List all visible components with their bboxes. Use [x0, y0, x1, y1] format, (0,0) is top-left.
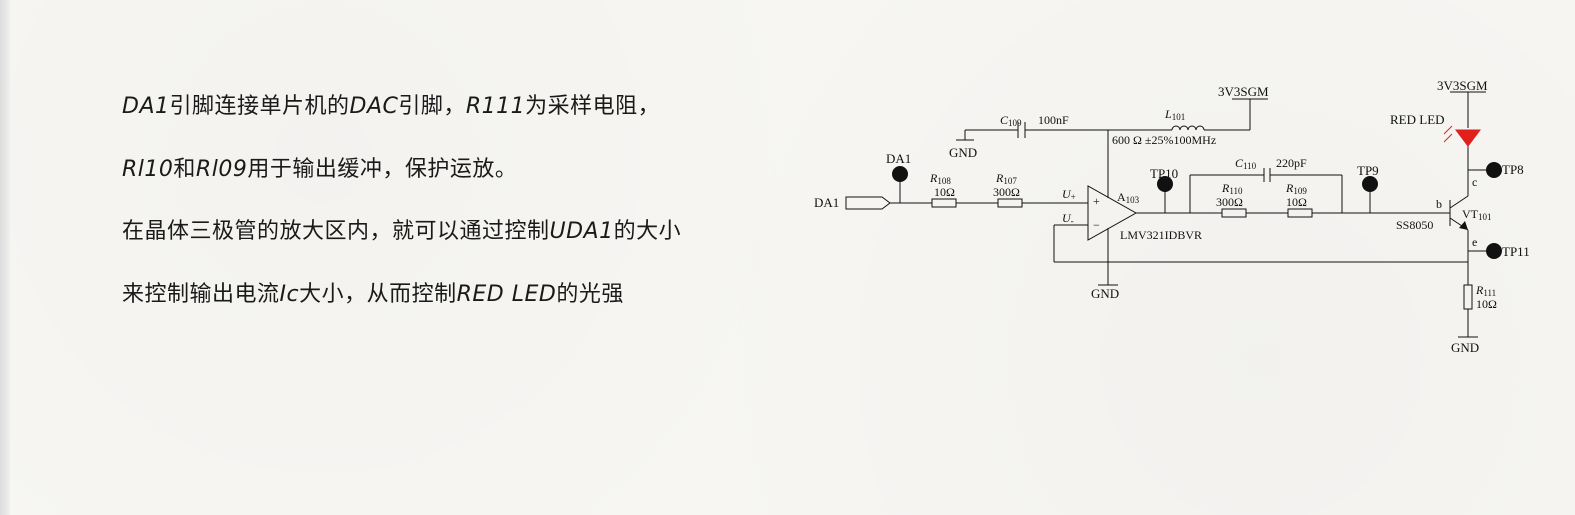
text-line-3: 在晶体三极管的放大区内，就可以通过控制UDA1的大小 — [122, 213, 681, 245]
text-fragment: 为采样电阻， — [525, 94, 661, 119]
gnd-c109-label: GND — [949, 145, 977, 160]
text-line-2: Rl10和Rl09用于输出缓冲，保护运放。 — [122, 151, 517, 183]
l101-value: 600 Ω ±25%100MHz — [1112, 133, 1216, 147]
tp9-label: TP9 — [1357, 163, 1379, 178]
gnd-opamp-label: GND — [1091, 286, 1119, 301]
r110-ref: R110 — [1221, 181, 1243, 196]
transistor-e-label: e — [1472, 235, 1477, 249]
tp-da1-label: DA1 — [886, 151, 911, 166]
term-r110: Rl10 — [122, 157, 174, 182]
opamp-ref: A103 — [1117, 190, 1140, 205]
c110-ref: C110 — [1235, 156, 1257, 171]
emitter-arrow-icon — [1459, 221, 1468, 230]
text-line-4: 来控制输出电流Ic大小，从而控制RED LED的光强 — [122, 276, 624, 308]
text-fragment: 来控制输出电流 — [122, 282, 280, 307]
tp10-label: TP10 — [1150, 166, 1178, 181]
port-da1-label: DA1 — [814, 195, 839, 210]
supply-top-label: 3V3SGM — [1218, 84, 1269, 99]
term-da1: DA1 — [122, 94, 170, 119]
test-point-tp9 — [1362, 176, 1378, 192]
term-dac: DAC — [349, 94, 399, 119]
text-fragment: 的光强 — [556, 282, 624, 307]
slide-background — [10, 0, 1575, 515]
r107-value: 300Ω — [993, 185, 1020, 199]
c109-value: 100nF — [1038, 113, 1069, 127]
c109-ref: C109 — [1000, 113, 1022, 128]
test-point-tp8 — [1486, 162, 1502, 178]
transistor-b-label: b — [1436, 197, 1442, 211]
r109-value: 10Ω — [1286, 195, 1307, 209]
text-fragment: 大小，从而控制 — [299, 282, 457, 307]
l101-ref: L101 — [1164, 107, 1185, 122]
r110-value: 300Ω — [1216, 195, 1243, 209]
text-fragment: 的大小 — [613, 219, 682, 244]
term-r111: R111 — [465, 94, 526, 119]
test-point-tp10 — [1157, 176, 1173, 192]
tp8-label: TP8 — [1502, 162, 1524, 177]
r111-value: 10Ω — [1476, 297, 1497, 311]
opamp-in-minus-label: U- — [1062, 211, 1074, 226]
transistor-part: SS8050 — [1396, 218, 1433, 232]
opamp-minus-sign: − — [1093, 218, 1100, 232]
transistor-c-label: c — [1472, 175, 1477, 189]
text-fragment: 在晶体三极管的放大区内，就可以通过控制 — [122, 219, 550, 244]
resistor-r107 — [997, 198, 1023, 208]
test-point-da1 — [892, 166, 908, 182]
opamp-triangle — [1087, 185, 1138, 241]
c110-value: 220pF — [1276, 156, 1307, 170]
r111-ref: R111 — [1475, 283, 1496, 298]
test-point-tp11 — [1486, 243, 1502, 259]
gnd-r111-label: GND — [1451, 340, 1479, 355]
opamp-in-plus-label: U+ — [1062, 187, 1076, 202]
r108-value: 10Ω — [934, 185, 955, 199]
resistor-r109 — [1287, 208, 1313, 218]
port-da1-shape — [845, 196, 891, 210]
term-ic: Ic — [279, 282, 300, 307]
text-fragment: 引脚连接单片机的 — [169, 94, 350, 119]
led-red-icon — [1455, 129, 1481, 147]
text-fragment: 和 — [173, 157, 196, 182]
inductor-l101 — [1171, 125, 1205, 131]
r109-ref: R109 — [1285, 181, 1307, 196]
resistor-r111 — [1463, 284, 1473, 310]
text-fragment: 引脚， — [398, 94, 466, 119]
term-red-led: RED LED — [456, 282, 557, 307]
resistor-r108 — [931, 198, 957, 208]
text-line-1: DA1引脚连接单片机的DAC引脚，R111为采样电阻， — [122, 88, 660, 120]
opamp-plus-sign: + — [1093, 194, 1100, 208]
r107-ref: R107 — [995, 171, 1017, 186]
opamp-part: LMV321IDBVR — [1120, 228, 1202, 242]
term-uda1: UDA1 — [549, 219, 614, 244]
text-fragment: 用于输出缓冲，保护运放。 — [247, 157, 518, 182]
r108-ref: R108 — [929, 171, 951, 186]
transistor-ref: VT101 — [1462, 207, 1492, 222]
led-label: RED LED — [1390, 112, 1445, 127]
resistor-r110 — [1221, 208, 1247, 218]
tp11-label: TP11 — [1502, 244, 1530, 259]
term-r109: Rl09 — [195, 157, 248, 182]
window-edge — [0, 0, 10, 515]
supply-right-label: 3V3SGM — [1437, 78, 1488, 93]
